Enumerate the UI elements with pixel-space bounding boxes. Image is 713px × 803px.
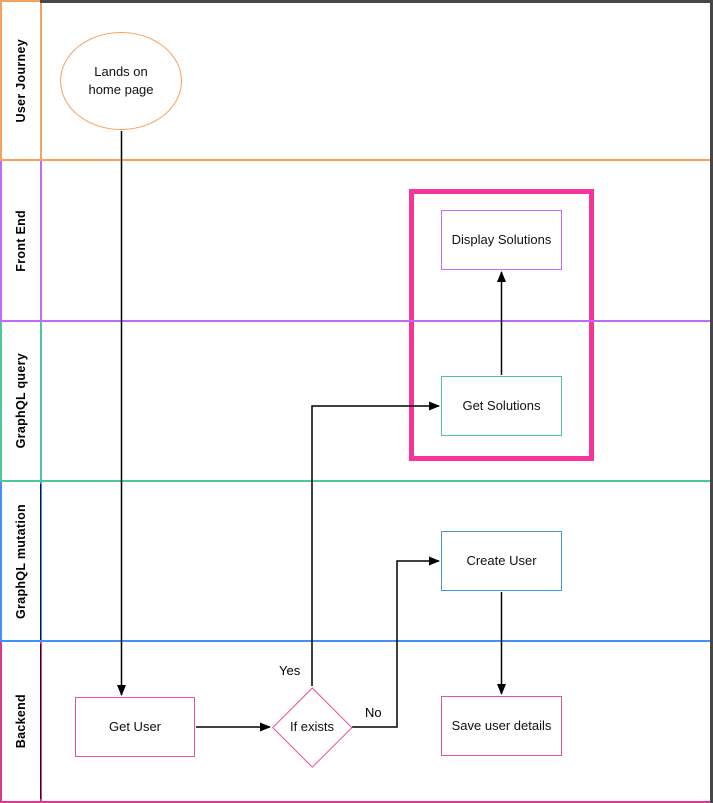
edge-label-yes: Yes [279,663,301,678]
lane-label-divider [40,644,41,799]
node-get-user[interactable]: Get User [75,697,195,757]
node-label: If exists [289,719,335,734]
node-label: Display Solutions [451,232,552,248]
lane-label-cell: User Journey [2,2,42,159]
node-label: Lands on home page [88,64,154,97]
node-create-user[interactable]: Create User [441,531,562,591]
node-save-user-details[interactable]: Save user details [441,696,562,756]
node-get-solutions[interactable]: Get Solutions [441,376,562,436]
node-label: Create User [466,553,537,569]
lane-label-cell: GraphQL mutation [2,482,42,640]
highlight-rectangle[interactable] [409,189,594,461]
lane-label-cell: Backend [2,642,42,801]
pool-border-top [40,0,713,3]
edge-no-if-exists-to-create-user[interactable] [352,556,440,728]
lane-label-divider [40,484,41,640]
lane-label-cell: Front End [2,161,42,320]
node-label: Get User [108,719,161,735]
node-lands-on-home-page[interactable]: Lands on home page [60,32,182,130]
node-display-solutions[interactable]: Display Solutions [441,210,562,270]
edge-label-no: No [365,705,382,720]
lane-label-cell: GraphQL query [2,322,42,480]
node-label: Save user details [451,718,552,734]
pool-border-right [710,0,713,803]
edge-yes-if-exists-to-get-solutions[interactable] [311,401,440,686]
node-label: Get Solutions [462,398,541,414]
